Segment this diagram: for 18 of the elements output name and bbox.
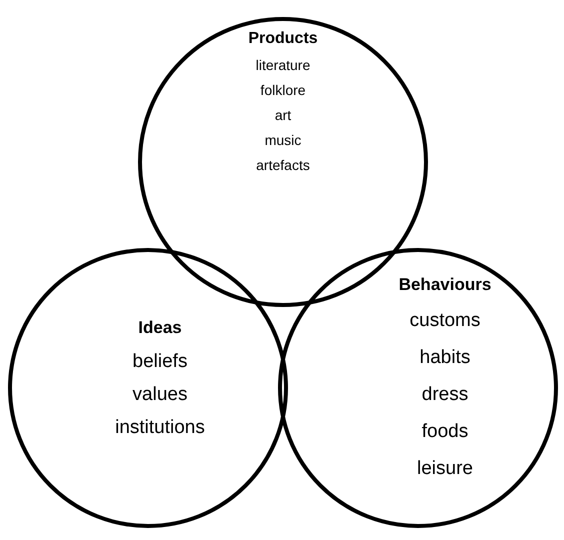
list-item: folklore (260, 82, 306, 98)
list-item: habits (420, 347, 470, 369)
venn-circle (8, 248, 288, 528)
list-item: beliefs (132, 351, 188, 373)
list-item: institutions (115, 417, 205, 439)
list-item: music (264, 132, 302, 148)
venn-circle (278, 248, 558, 528)
circle-heading: Ideas (138, 318, 182, 338)
list-item: dress (422, 384, 468, 406)
list-item: artefacts (256, 157, 310, 173)
circle-heading: Behaviours (398, 275, 492, 295)
list-item: customs (410, 310, 480, 332)
list-item: foods (422, 421, 468, 443)
list-item: leisure (417, 458, 473, 480)
list-item: art (274, 107, 292, 123)
list-item: literature (256, 57, 310, 73)
list-item: values (132, 384, 188, 406)
circle-heading: Products (248, 30, 318, 48)
